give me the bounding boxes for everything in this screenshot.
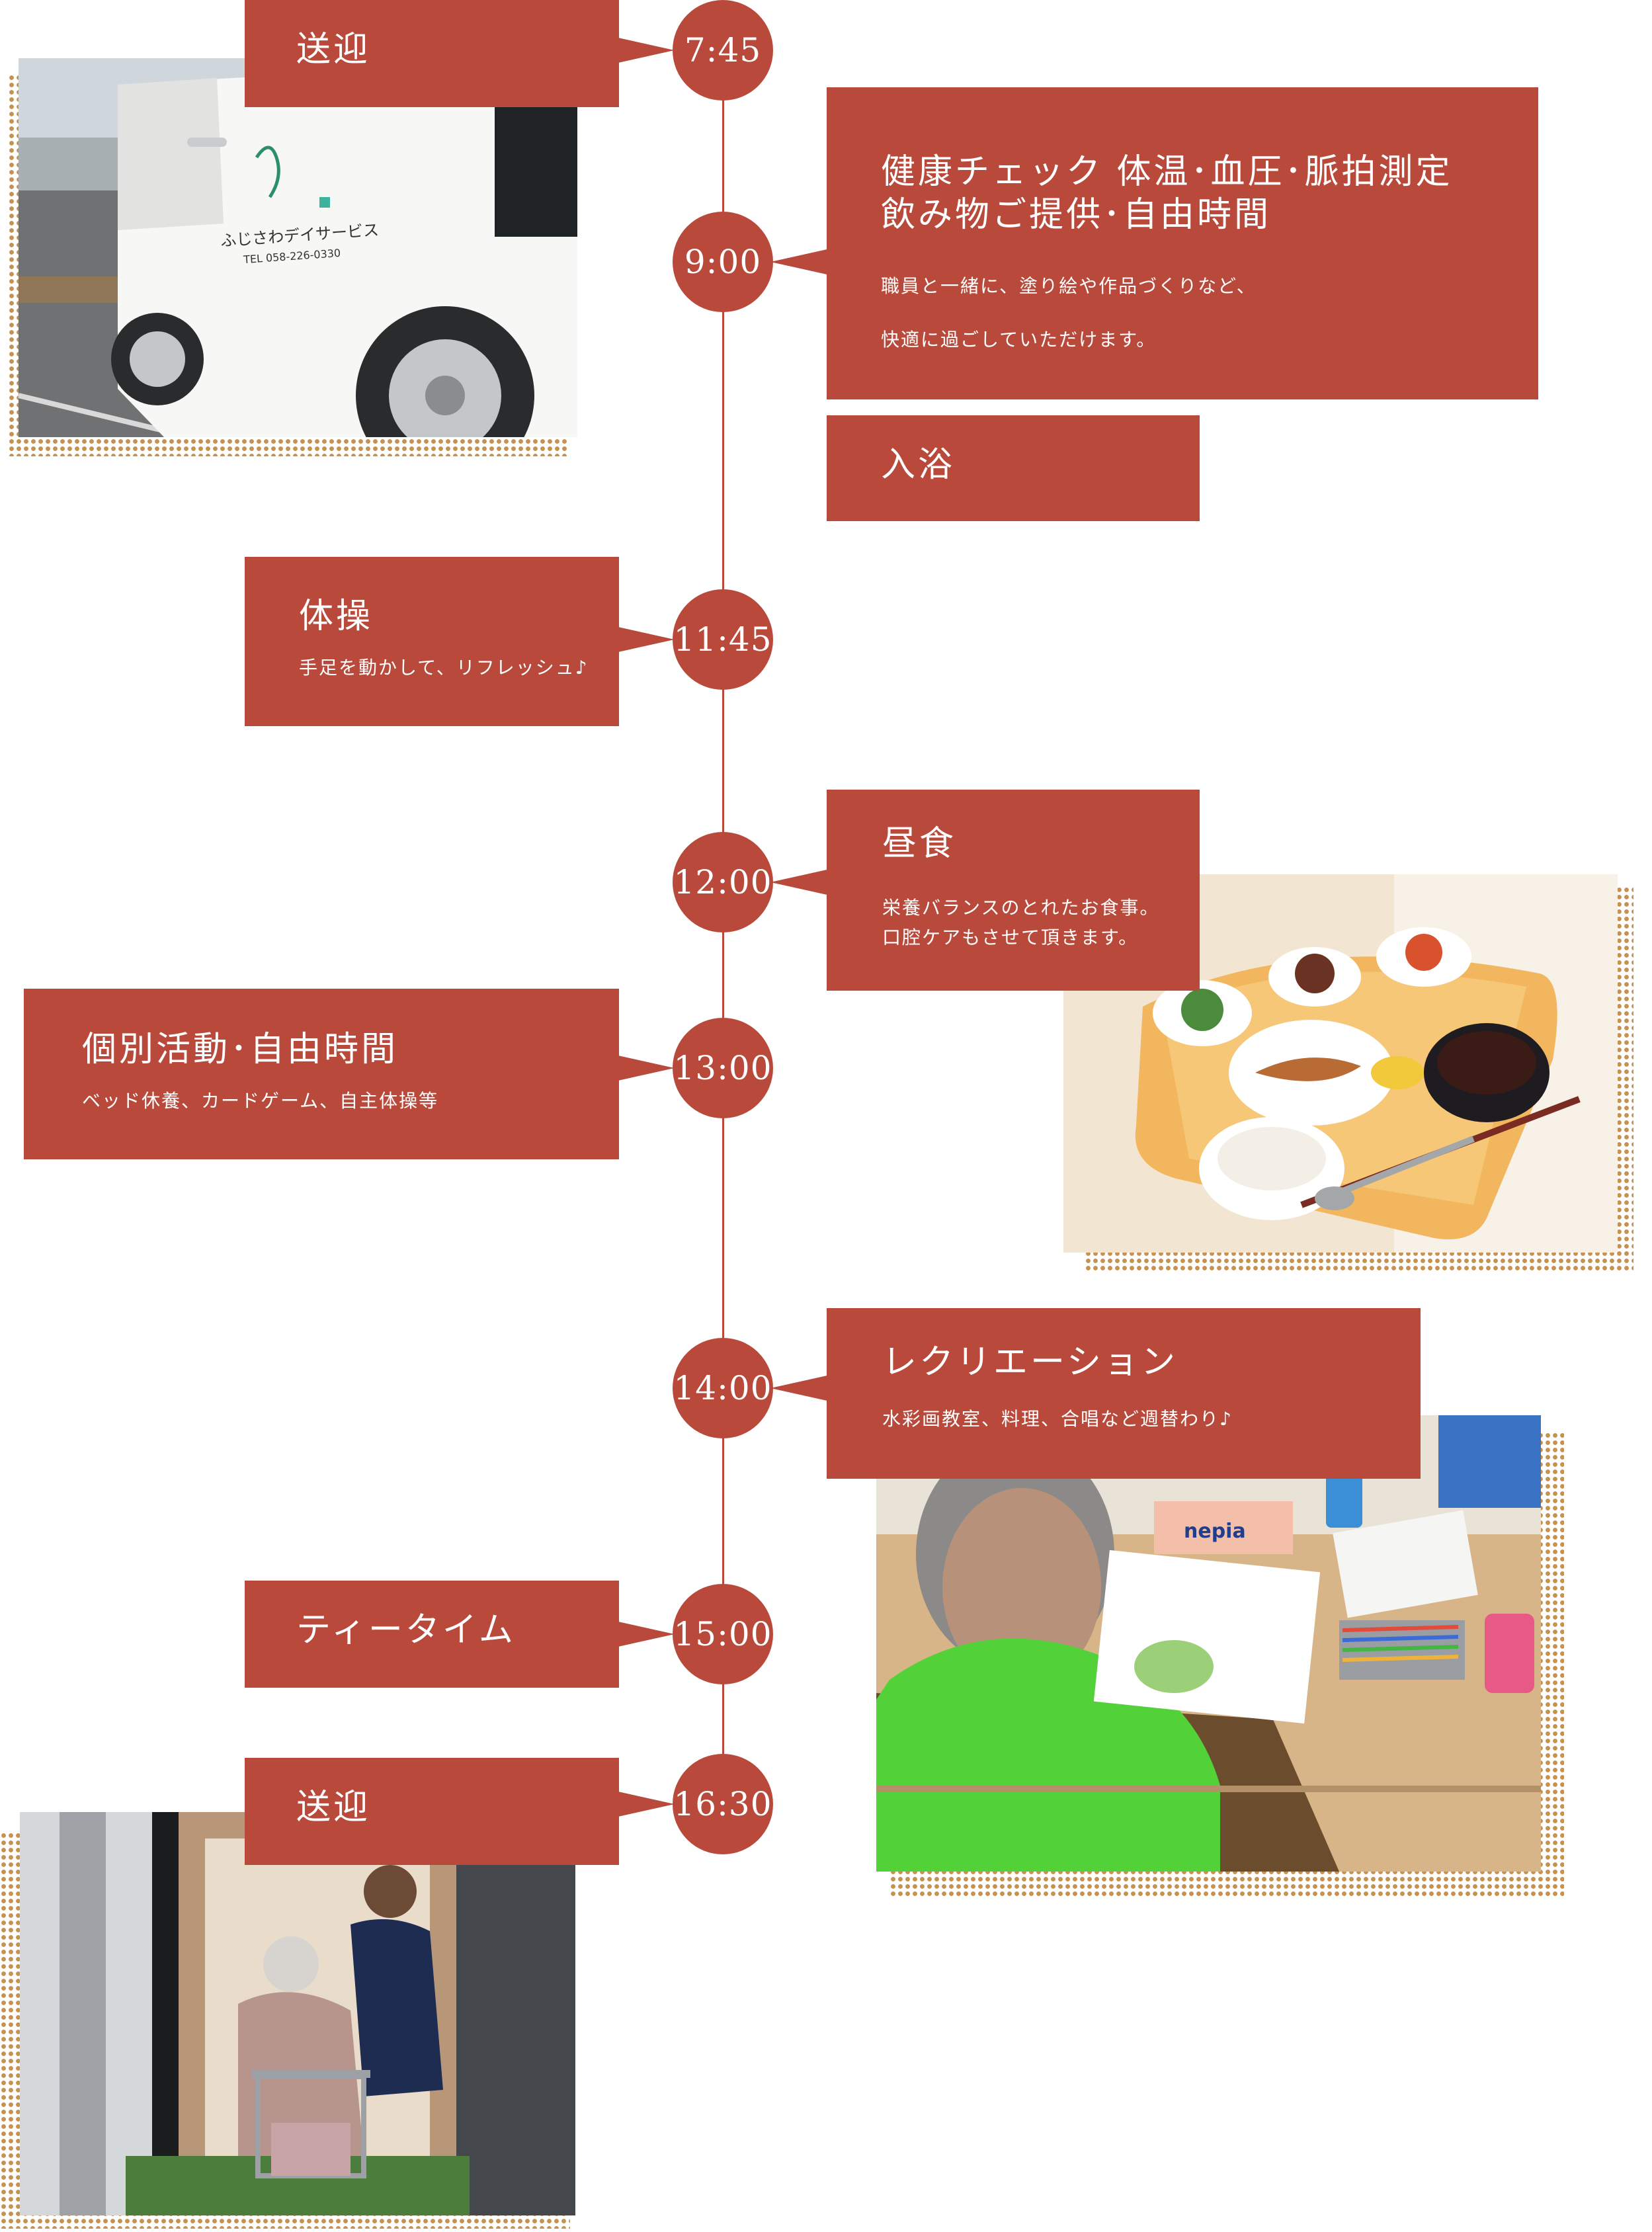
van-illustration [19,58,577,437]
event-card-recreation: レクリエーション 水彩画教室、料理、合唱など週替わり♪ [827,1308,1421,1479]
tissue-brand-text: nepia [1184,1520,1246,1543]
photo-van: ふじさわデイサービス TEL 058-226-0330 [19,58,577,437]
pointer-1630 [615,1791,675,1817]
pointer-1300 [615,1055,675,1081]
time-circle-1145: 11:45 [673,589,773,690]
time-circle-1200: 12:00 [673,832,773,932]
time-label: 11:45 [673,620,772,659]
meal-tray-icon [1063,874,1618,1253]
event-desc-line1: 栄養バランスのとれたお食事。 [882,897,1160,919]
time-circle-1500: 15:00 [673,1584,773,1684]
event-card-teatime: ティータイム [245,1581,619,1688]
event-card-pickup-evening: 送迎 [245,1758,619,1865]
photo-art: nepia [876,1415,1541,1872]
event-desc-line1: 職員と一緒に、塗り絵や作品づくりなど、 [881,275,1257,297]
event-title: 個別活動･自由時間 [82,1030,399,1069]
event-title: 昼食 [882,824,957,864]
time-circle-0745: 7:45 [673,0,773,101]
time-label: 14:00 [673,1369,772,1407]
pointer-1145 [615,626,675,653]
event-title: 送迎 [296,30,371,69]
event-card-lunch: 昼食 栄養バランスのとれたお食事。 口腔ケアもさせて頂きます。 [827,790,1200,991]
photo-escort [20,1812,575,2215]
event-card-health-check: 健康チェック 体温･血圧･脈拍測定 飲み物ご提供･自由時間 職員と一緒に、塗り絵… [827,87,1538,399]
event-title-line1: 健康チェック 体温･血圧･脈拍測定 [881,152,1453,192]
time-label: 15:00 [673,1615,772,1653]
event-title: 送迎 [296,1788,371,1827]
pointer-1500 [615,1621,675,1647]
event-desc-line2: 快適に過ごしていただけます。 [881,329,1157,351]
time-label: 16:30 [673,1785,772,1823]
timeline-line [722,46,724,1832]
event-title: 入浴 [881,445,956,485]
event-card-pickup-morning: 送迎 [245,0,619,107]
pointer-0900 [770,249,830,275]
event-desc: 水彩画教室、料理、合唱など週替わり♪ [882,1408,1233,1430]
event-card-exercise: 体操 手足を動かして、リフレッシュ♪ [245,557,619,726]
event-desc: ベッド休養、カードゲーム、自主体操等 [82,1090,439,1112]
time-label: 12:00 [673,863,772,901]
time-circle-1630: 16:30 [673,1754,773,1854]
time-label: 13:00 [673,1049,772,1087]
event-card-bath: 入浴 [827,415,1200,521]
pointer-0745 [615,37,675,63]
event-title: ティータイム [296,1610,516,1650]
event-card-individual: 個別活動･自由時間 ベッド休養、カードゲーム、自主体操等 [24,989,619,1159]
time-circle-1300: 13:00 [673,1018,773,1118]
pointer-1400 [770,1375,830,1401]
time-circle-1400: 14:00 [673,1338,773,1438]
event-title: レクリエーション [882,1343,1178,1382]
time-label: 9:00 [684,243,762,281]
time-circle-0900: 9:00 [673,212,773,312]
photo-meal [1063,874,1618,1253]
time-label: 7:45 [684,31,762,69]
event-desc-line2: 口腔ケアもさせて頂きます。 [882,926,1139,948]
event-desc: 手足を動かして、リフレッシュ♪ [299,657,589,679]
event-title-line2: 飲み物ご提供･自由時間 [881,195,1272,235]
walker-icon [20,1812,575,2215]
event-title: 体操 [299,597,374,636]
pointer-1200 [770,869,830,895]
art-class-illustration [876,1415,1541,1872]
